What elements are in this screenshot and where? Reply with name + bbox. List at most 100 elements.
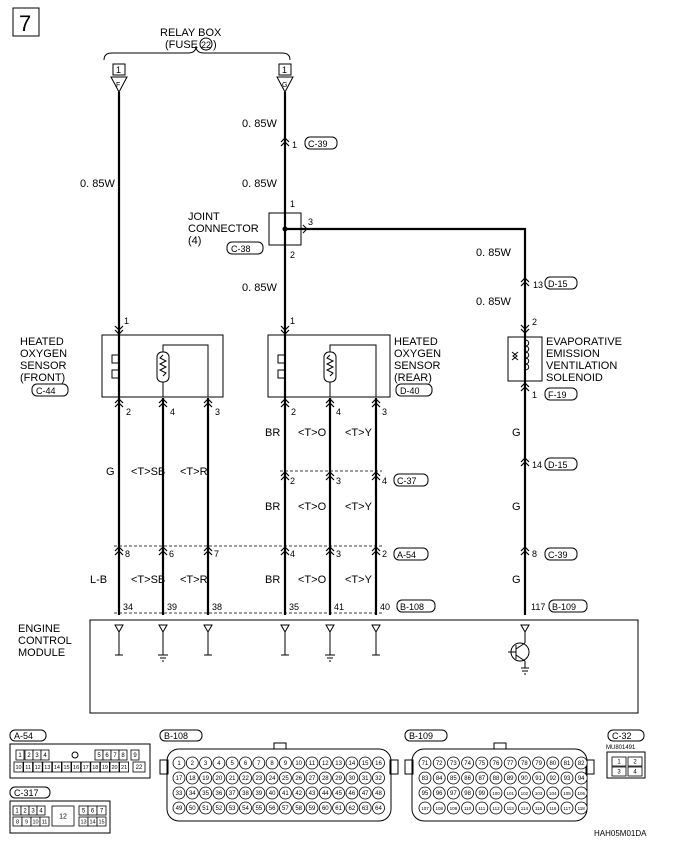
conn-id-box [548, 599, 588, 613]
c317-pin-label: 6 [91, 809, 95, 815]
b108-pin-label: 17 [176, 776, 183, 782]
a54-pin [119, 761, 129, 773]
conn-id-box [544, 547, 578, 561]
b108-pin-label: 4 [217, 761, 221, 767]
b109-pin-label: 81 [564, 761, 571, 767]
b109-pin-label: 77 [507, 761, 514, 767]
b108-pin [358, 771, 372, 785]
joint-pin-1: 1 [290, 199, 295, 209]
evap-l1: EVAPORATIVE [546, 336, 622, 348]
a54-connector-body [9, 743, 151, 779]
a54-pin-label: 12 [35, 765, 41, 771]
conn-id-b109: B-109 [552, 602, 576, 612]
pin-label: 8 [532, 549, 537, 559]
c32-pin [627, 766, 643, 777]
c317-pin [96, 816, 107, 827]
b108-pin [318, 756, 332, 770]
b108-pin-label: 6 [244, 761, 248, 767]
wire-color: L-B [90, 574, 107, 586]
b108-connector-body [166, 748, 392, 822]
b109-pin [446, 801, 460, 815]
b109-pin-label: 106 [577, 791, 585, 796]
pin-label: 4 [382, 476, 387, 486]
b108-pin [372, 801, 385, 815]
joint-connector-l3: (4) [188, 235, 201, 247]
b108-pin [265, 801, 279, 815]
b108-pin-label: 27 [309, 776, 316, 782]
b109-pin [475, 786, 489, 800]
b108-pin [252, 786, 266, 800]
wire-label: 0. 85W [476, 296, 511, 308]
b108-pin [252, 801, 266, 815]
a54-pin [132, 761, 146, 773]
pin-label: 35 [289, 602, 299, 612]
b109-pin [461, 786, 475, 800]
sensor-front-heater [156, 351, 170, 383]
pin-label: 3 [382, 407, 387, 417]
b108-pin-label: 49 [176, 806, 183, 812]
evap-l3: VENTILATION [546, 360, 617, 372]
b108-pin-label: 35 [202, 791, 209, 797]
conn-id-d15: D-15 [548, 279, 568, 289]
b108-pin [265, 786, 279, 800]
b108-pin-label: 20 [216, 776, 223, 782]
wire-color: G [106, 466, 115, 478]
b108-pin-label: 48 [375, 791, 382, 797]
b109-pin-label: 100 [492, 791, 500, 796]
b109-pin [418, 771, 432, 785]
b109-pin [546, 756, 560, 770]
fuse-number-circle [199, 37, 213, 51]
b108-pin-label: 52 [216, 806, 223, 812]
b108-pin-label: 50 [189, 806, 196, 812]
c317-connector-body [9, 800, 111, 834]
a54-pin-label: 10 [15, 765, 21, 771]
conn-id-c37: C-37 [397, 476, 417, 486]
b108-pin [292, 771, 306, 785]
b108-pin-label: 15 [362, 761, 369, 767]
b109-pin-label: 102 [521, 791, 529, 796]
b108-pin-label: 12 [322, 761, 329, 767]
conn-id-box [31, 383, 69, 397]
a54-pin-label: 1 [18, 753, 22, 759]
b108-key [273, 742, 287, 750]
b109-pin-label: 74 [464, 761, 471, 767]
b109-pin-label: 97 [450, 791, 457, 797]
b108-pin-label: 56 [269, 806, 276, 812]
b108-pin-label: 40 [269, 791, 276, 797]
conn-id-box [396, 599, 436, 613]
b109-pin [432, 786, 446, 800]
a54-pin [90, 761, 101, 773]
c32-pin-label: 1 [617, 760, 621, 766]
a54-pin-label: 7 [113, 753, 117, 759]
b108-pin [252, 756, 266, 770]
fuse-terminal-left: 1 [116, 65, 121, 75]
c317-pin-label: 10 [32, 819, 38, 825]
b108-pin-label: 41 [282, 791, 289, 797]
wire-color: <T>R [180, 466, 208, 478]
b109-pin-label: 86 [464, 776, 471, 782]
conn-id-box [404, 729, 448, 742]
b109-pin-label: 110 [464, 806, 472, 811]
b108-pin-label: 64 [375, 806, 382, 812]
b109-pin-label: 108 [435, 806, 443, 811]
c32-pin [627, 756, 643, 767]
b108-pin-label: 31 [362, 776, 369, 782]
b109-pin-label: 84 [436, 776, 443, 782]
b109-pin [518, 756, 531, 770]
b109-pin [560, 801, 574, 815]
wire-color: <T>SB [131, 574, 165, 586]
b109-pin [532, 756, 545, 770]
pin-label: 3 [336, 476, 341, 486]
b108-pin [278, 786, 292, 800]
conn-id-c39: C-39 [548, 550, 568, 560]
a54-pin-label: 18 [92, 765, 98, 771]
relay-box-brace [103, 45, 291, 61]
evap-solenoid-box [507, 336, 543, 382]
c32-part-number: MU801491 [606, 745, 636, 751]
b108-pin-label: 1 [177, 761, 181, 767]
conn-id-box [544, 457, 578, 471]
b108-pin-label: 37 [229, 791, 236, 797]
b109-pin-label: 73 [450, 761, 457, 767]
conn-id-c32-view: C-32 [612, 731, 632, 741]
b109-pin-label: 111 [478, 806, 485, 811]
